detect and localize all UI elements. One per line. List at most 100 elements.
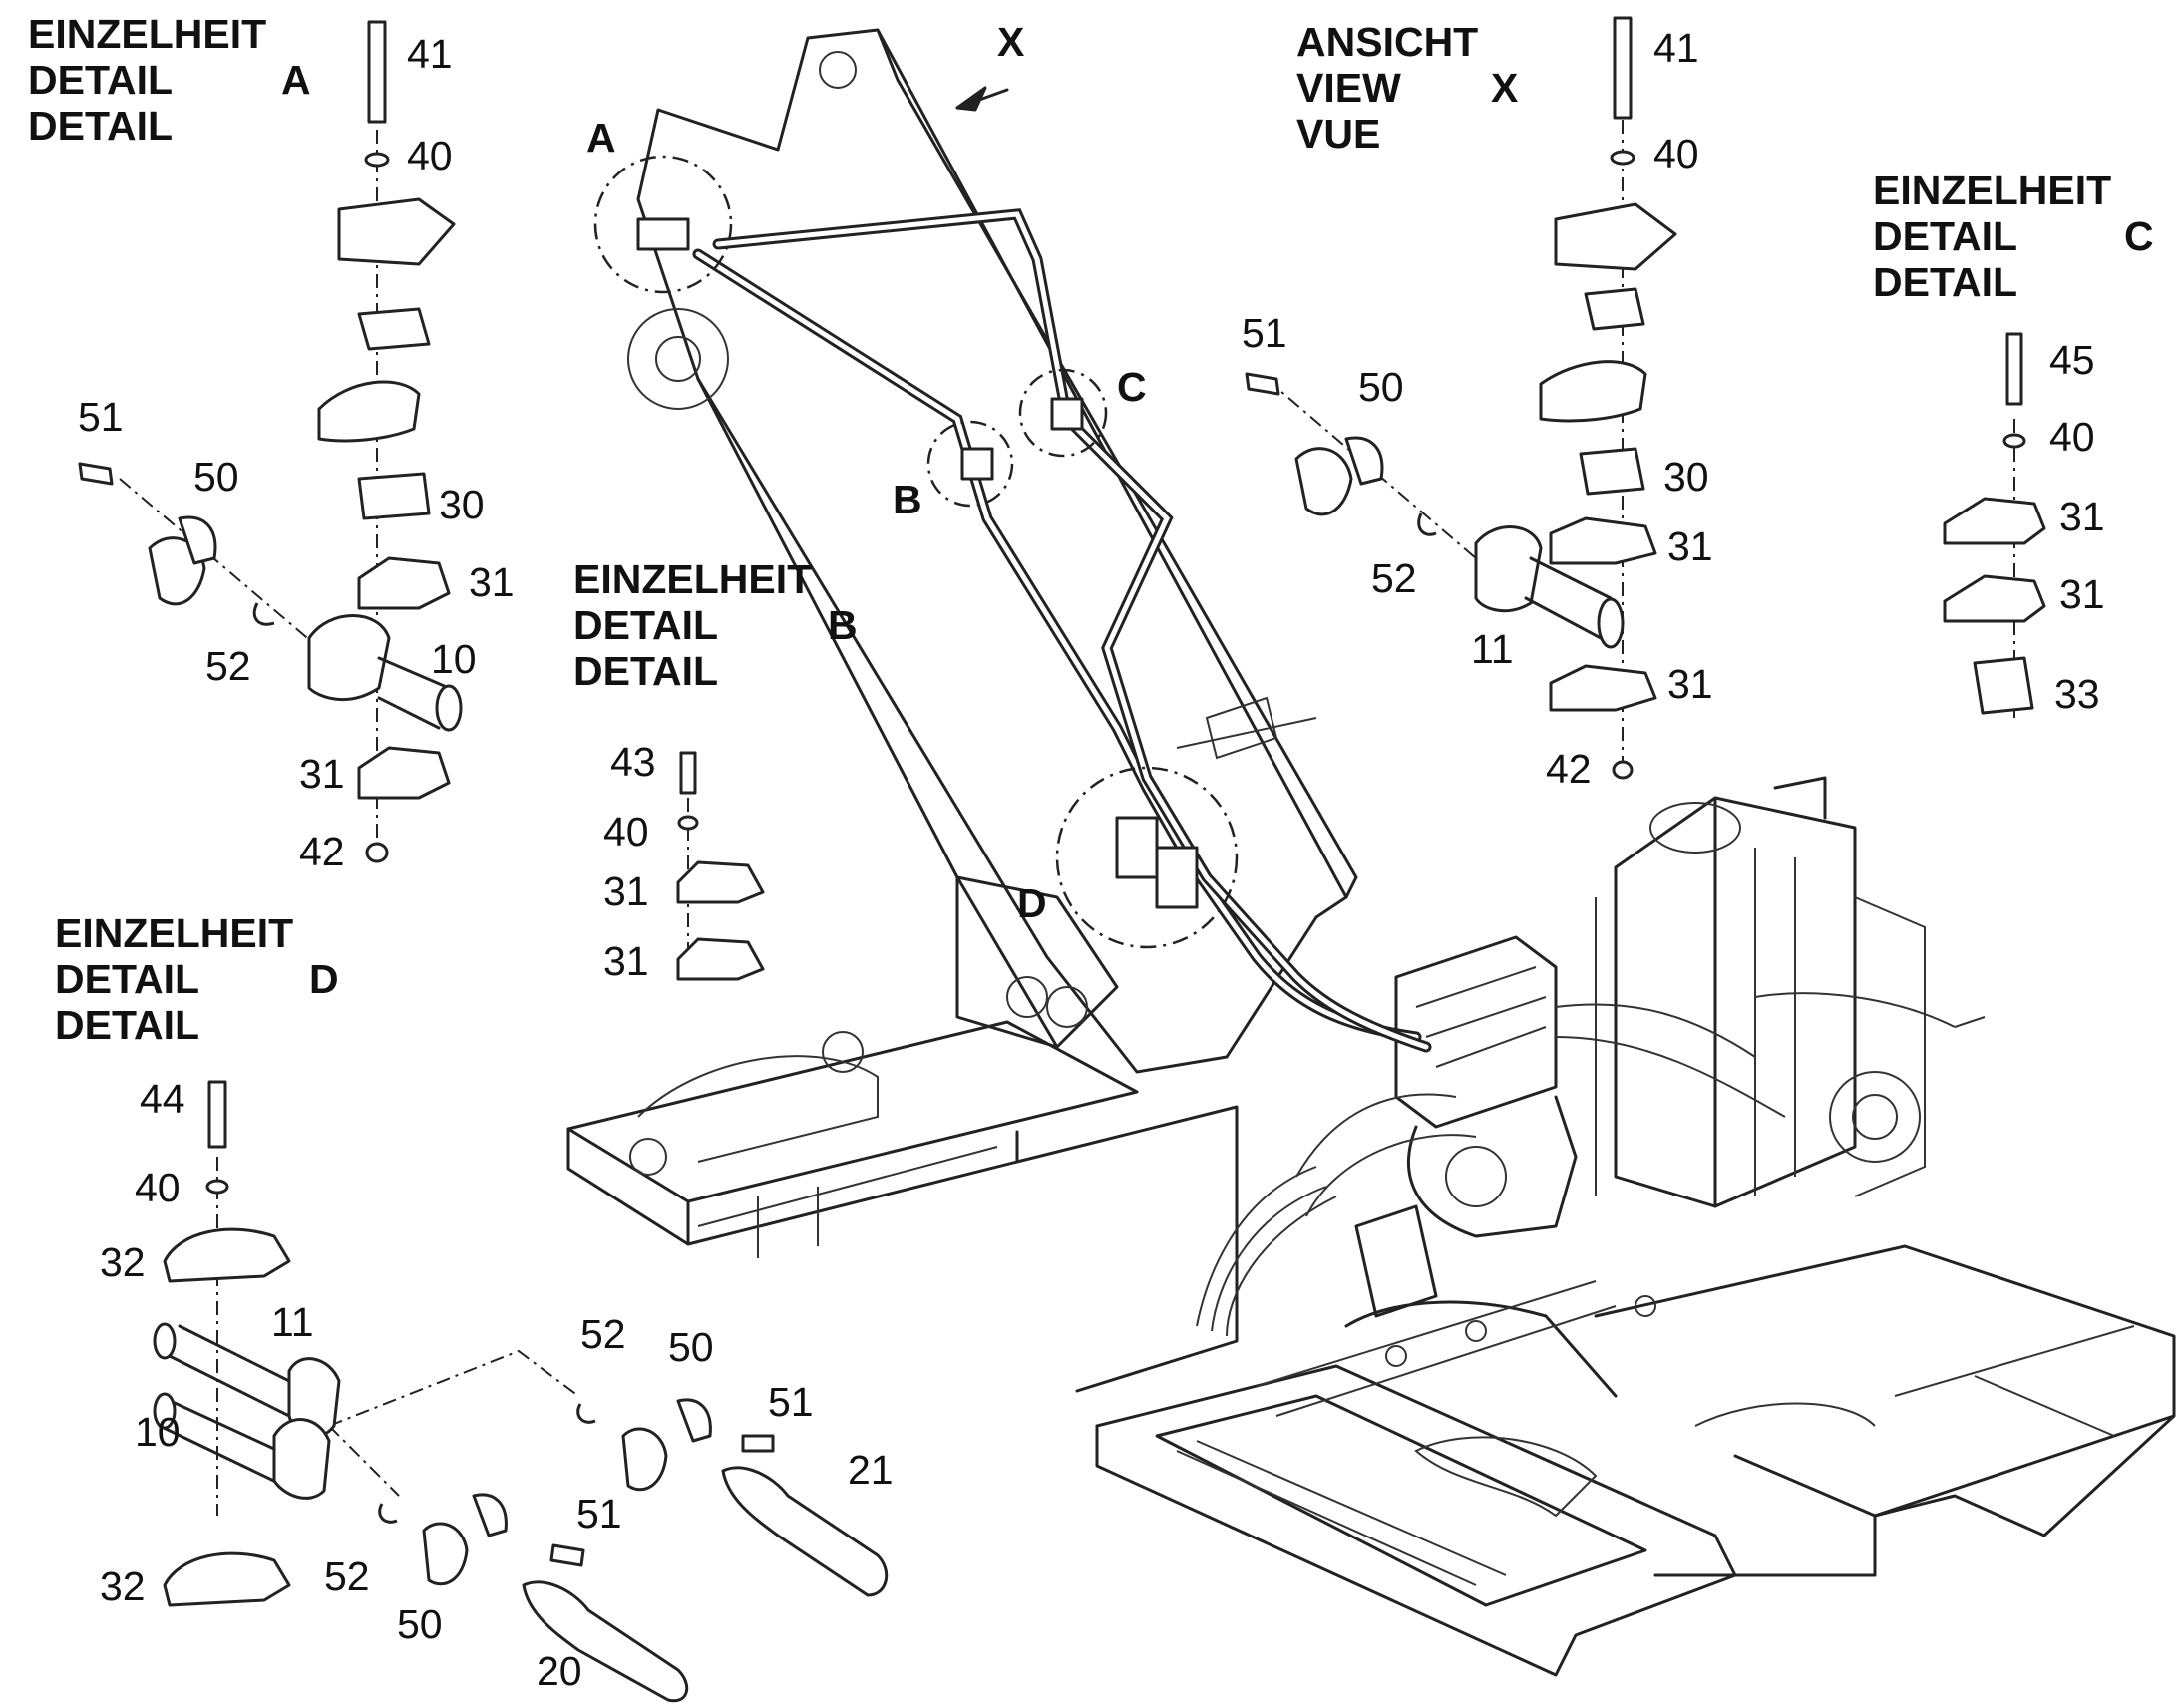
bolt-44: [207, 1080, 227, 1149]
detail-c-heading-letter: C: [2124, 213, 2154, 259]
clamp-31-x-b: [1549, 664, 1657, 712]
callout-label-a: A: [586, 115, 616, 161]
clamp-top-x: [1554, 202, 1677, 271]
detail-d-part-40: 40: [135, 1165, 181, 1210]
detail-d-part-50-a: 50: [668, 1324, 714, 1370]
machine-chassis-drawing: [566, 776, 2176, 1677]
clamp-pad: [317, 380, 421, 443]
half-flange-50-b: [178, 515, 217, 565]
view-x-heading-line3: VUE: [1296, 111, 1380, 157]
detail-b-part-43: 43: [610, 739, 656, 785]
detail-d-heading-letter: D: [309, 956, 339, 1002]
detail-a-part-51: 51: [78, 394, 124, 440]
detail-b-heading-line1: EINZELHEIT: [573, 556, 812, 602]
detail-c-heading-line3: DETAIL: [1873, 259, 2017, 305]
clamp-32-lower: [163, 1551, 291, 1607]
detail-d-part-20: 20: [537, 1648, 582, 1694]
half-flange-50-d-a2: [676, 1398, 712, 1443]
detail-c-exploded-view: [1943, 332, 2046, 718]
detail-c-heading-line1: EINZELHEIT: [1873, 168, 2111, 213]
detail-b-heading-line3: DETAIL: [573, 648, 718, 694]
hose-20: [522, 1580, 689, 1703]
detail-a-heading: EINZELHEIT DETAIL DETAIL A: [28, 11, 311, 149]
half-flange-50-x-b: [1344, 436, 1384, 486]
pipe-11-end-d: [153, 1322, 177, 1360]
callout-label-d: D: [1017, 880, 1047, 926]
detail-d-part-44: 44: [140, 1076, 185, 1122]
callout-circle-c: [1018, 368, 1108, 458]
clamp-31-upper: [357, 556, 451, 610]
detail-c-heading-line2: DETAIL: [1873, 213, 2017, 259]
detail-a-heading-letter: A: [281, 57, 311, 103]
washer-40-d: [205, 1179, 229, 1195]
bolt-41-x: [1613, 16, 1633, 120]
detail-c-part-31-a: 31: [2059, 494, 2105, 539]
flange-10: [307, 614, 391, 702]
clamp-32-upper: [163, 1227, 291, 1283]
half-flange-50-d-b2: [472, 1493, 508, 1537]
detail-d-heading-line2: DETAIL: [55, 956, 199, 1002]
clamp-31-lower: [357, 746, 451, 800]
washer-40-b: [677, 815, 699, 831]
detail-b-part-40: 40: [603, 809, 649, 854]
pipe-10-end: [435, 684, 463, 732]
detail-a-part-30: 30: [439, 482, 485, 527]
screw-51-x: [1245, 372, 1280, 396]
pipe-11-end: [1597, 597, 1625, 649]
bolt-41: [367, 20, 387, 124]
callout-label-x: X: [997, 19, 1024, 65]
detail-c-part-40: 40: [2049, 414, 2095, 460]
detail-a-heading-line3: DETAIL: [28, 103, 173, 149]
detail-d-part-10: 10: [135, 1409, 181, 1455]
callout-label-c: C: [1117, 364, 1147, 410]
detail-a-part-10: 10: [431, 636, 477, 682]
detail-d-part-32-lower: 32: [100, 1563, 146, 1609]
detail-d-part-51-b: 51: [576, 1491, 622, 1537]
detail-d-exploded-view: [153, 1080, 889, 1703]
clamp-31-b-b: [676, 937, 765, 981]
spacer-block-x: [1584, 287, 1645, 331]
detail-b-heading-line2: DETAIL: [573, 602, 718, 648]
view-x-heading: ANSICHT VIEW VUE X: [1296, 19, 1518, 157]
view-x-part-31-b: 31: [1667, 661, 1713, 707]
bolt-43: [679, 751, 697, 795]
view-x-heading-line1: ANSICHT: [1296, 19, 1478, 65]
screw-51-d-b: [549, 1543, 585, 1567]
detail-d-part-11: 11: [271, 1299, 314, 1345]
view-x-part-51: 51: [1242, 310, 1287, 356]
half-flange-50-x-a: [1294, 447, 1353, 516]
detail-d-part-52-b: 52: [324, 1553, 370, 1599]
detail-d-heading: EINZELHEIT DETAIL DETAIL D: [55, 910, 339, 1048]
washer-40-c: [2002, 433, 2026, 449]
o-ring-52-d-b: [378, 1503, 398, 1524]
callout-circle-b: [926, 420, 1014, 508]
detail-b-exploded-view: [676, 751, 765, 981]
clamp-31-b-a: [676, 860, 765, 904]
view-x-arrowhead: [955, 86, 987, 112]
detail-b-part-31-a: 31: [603, 868, 649, 914]
view-x-heading-letter: X: [1491, 65, 1518, 111]
view-x-heading-line2: VIEW: [1296, 65, 1401, 111]
view-x-part-50: 50: [1358, 364, 1404, 410]
half-flange-50-d-b: [422, 1522, 469, 1586]
block-30-x: [1579, 447, 1645, 496]
detail-a-part-41: 41: [407, 31, 453, 77]
clamp-31-c-a: [1943, 497, 2046, 545]
detail-c-part-33: 33: [2054, 671, 2100, 717]
view-x-part-40: 40: [1653, 131, 1699, 176]
view-x-part-30: 30: [1663, 454, 1709, 500]
o-ring-52-x: [1417, 512, 1437, 536]
detail-b-heading: EINZELHEIT DETAIL DETAIL B: [573, 556, 858, 694]
detail-d-heading-line1: EINZELHEIT: [55, 910, 293, 956]
detail-d-part-32-upper: 32: [100, 1239, 146, 1285]
callout-circle-d: [1055, 766, 1239, 949]
block-33: [1973, 656, 2034, 715]
detail-d-part-51-a: 51: [768, 1379, 814, 1425]
bolt-45: [2005, 332, 2023, 406]
detail-a-part-50: 50: [193, 454, 239, 500]
detail-a-part-52: 52: [205, 643, 251, 689]
detail-d-part-50-b: 50: [397, 1601, 443, 1647]
detail-a-part-31-upper: 31: [469, 559, 515, 605]
detail-a-exploded-view: [78, 20, 463, 863]
